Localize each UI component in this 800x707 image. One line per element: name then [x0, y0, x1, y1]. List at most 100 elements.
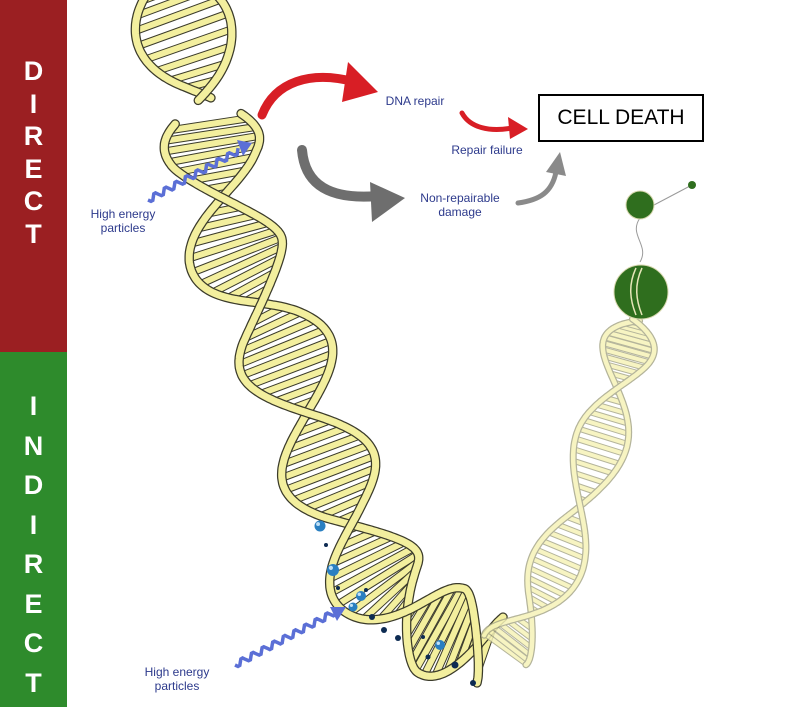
dna-base-pair [483, 632, 528, 666]
molecule-dot [356, 591, 366, 601]
particle-arrow-bottom [234, 611, 337, 669]
dna-base-pair [169, 61, 226, 84]
dna-base-pair [421, 589, 470, 677]
molecule-dot [425, 654, 431, 660]
dna-base-pair [134, 0, 222, 34]
dna-base-pair [164, 124, 257, 144]
indirect-letter: I [29, 509, 38, 540]
dna-base-pair [588, 410, 629, 426]
cell-tether [653, 185, 691, 206]
molecule-dot [395, 635, 401, 641]
molecule-highlight [436, 641, 440, 645]
dna-base-pair [211, 255, 282, 296]
dna-base-pair [286, 424, 348, 453]
molecule-dot [324, 543, 328, 547]
direct-band: D I R E C T [0, 0, 67, 352]
dna-base-pair [136, 0, 188, 19]
dna-base-pair [556, 522, 586, 538]
cell-strand [630, 267, 637, 316]
dna-base-pair [188, 227, 278, 262]
repair-arrow-head [342, 62, 378, 102]
dna-base-pair [144, 26, 233, 63]
particle-arrow-head [237, 140, 252, 156]
dna-base-pair [191, 234, 283, 276]
dna-base-pair [603, 354, 646, 370]
dna-base-pair [190, 219, 269, 247]
label-line: High energy [90, 207, 156, 221]
dna-base-pair [492, 624, 532, 657]
dna-base-pair [408, 587, 455, 664]
dna-base-pair [596, 402, 627, 416]
dna-base-pair [319, 493, 368, 519]
damage-arrow [297, 145, 383, 202]
direct-letter: T [25, 218, 42, 249]
dna-base-pair [280, 442, 371, 481]
death-arrow-head [546, 152, 566, 176]
dna-base-pair [190, 167, 246, 184]
dna-base-pair [530, 556, 580, 582]
dna-base-pair [274, 380, 325, 405]
dna-base-pair [498, 622, 533, 650]
label-line: Non-repairable [420, 191, 500, 205]
high-energy-label-bottom: High energy particles [134, 665, 220, 693]
dna-base-pair [582, 418, 630, 436]
dna-base-pair [244, 309, 302, 341]
free-radical-molecules [314, 520, 476, 686]
cell-icon-small [625, 190, 655, 220]
dna-base-pair [547, 530, 587, 550]
particle-arrow-top [147, 147, 240, 204]
dna-base-pair [486, 628, 530, 663]
indirect-letter: C [23, 628, 44, 658]
dna-base-pair [199, 243, 284, 287]
dna-base-pair [602, 340, 654, 359]
molecule-dot [314, 520, 326, 532]
direct-letter: E [24, 153, 43, 184]
dna-base-pair [602, 347, 651, 365]
particle-arrow-head [330, 607, 346, 621]
dna-base-pair [197, 212, 257, 232]
label-line: damage [438, 205, 482, 219]
dna-base-pair [361, 569, 418, 622]
cell-icon-group [613, 181, 696, 320]
dna-base-pair [577, 426, 629, 446]
dna-base-pair [292, 465, 377, 504]
dna-base-pair [540, 538, 586, 561]
dna-base-pair [611, 326, 653, 342]
dna-base-pair [239, 317, 316, 355]
high-energy-label-top: High energy particles [80, 207, 166, 235]
non-repairable-label: Non-repairable damage [410, 191, 510, 219]
cell-icon-tiny [688, 181, 696, 189]
molecule-highlight [316, 522, 321, 526]
dna-base-pair [155, 43, 232, 74]
molecule-dot [451, 661, 459, 669]
dna-base-pair [405, 591, 444, 652]
cell-strand [636, 267, 643, 316]
molecule-dot [364, 588, 368, 592]
dna-base-pair [432, 595, 473, 677]
molecule-dot [421, 635, 425, 639]
dna-base-pair [412, 586, 465, 672]
death-arrow [515, 169, 559, 206]
dna-base-pair [284, 453, 376, 493]
dna-base-pair [335, 551, 420, 608]
dna-base-pair [604, 335, 655, 353]
cell-death-box: CELL DEATH [538, 94, 704, 142]
molecule-dot [336, 586, 340, 590]
direct-letter: R [23, 121, 44, 151]
label-line: particles [154, 679, 200, 693]
repair-failure-label: Repair failure [451, 143, 523, 157]
molecule-highlight [349, 603, 353, 607]
molecule-highlight [328, 565, 333, 571]
dna-base-pair [164, 132, 260, 155]
molecule-dot [327, 564, 339, 576]
molecule-dot [369, 614, 375, 620]
dna-strand [131, 0, 215, 102]
dna-base-pair [606, 362, 639, 376]
molecule-highlight [357, 592, 361, 596]
direct-letter: D [23, 56, 44, 86]
dna-base-pair [507, 619, 534, 641]
dna-base-pair [346, 559, 421, 617]
indirect-letter: T [25, 667, 42, 698]
dna-base-pair [281, 432, 361, 468]
dna-base-pair [331, 533, 393, 566]
